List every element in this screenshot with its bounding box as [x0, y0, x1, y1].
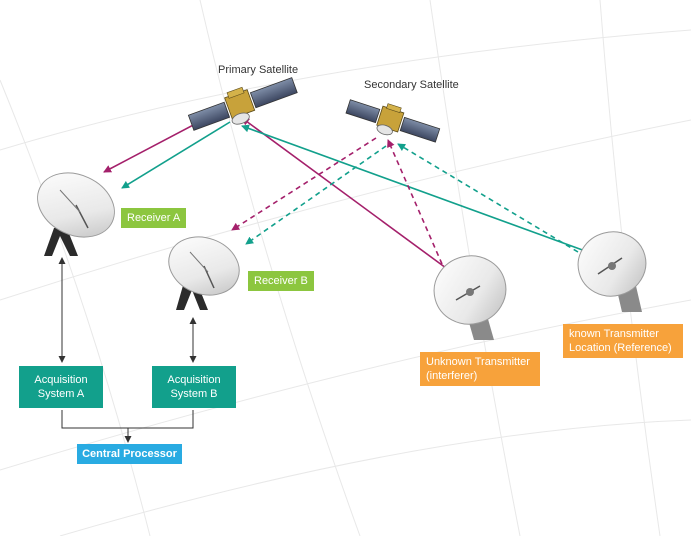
acquisition-system-b-line1: Acquisition: [167, 374, 221, 386]
receiver-a-label: Receiver A: [121, 208, 187, 228]
primary-satellite-icon: [187, 77, 298, 131]
acquisition-system-b-line2: System B: [170, 388, 218, 400]
known-transmitter-line1: known Transmitter: [569, 328, 659, 340]
known-transmitter-label: known Transmitter Location (Reference): [563, 324, 683, 358]
unknown-transmitter-line2: (interferer): [426, 370, 478, 382]
acquisition-system-b: Acquisition System B: [152, 366, 236, 408]
signal-lines: [103, 111, 589, 269]
known-transmitter-line2: Location (Reference): [569, 342, 672, 354]
receiver-b-dish-icon: [168, 236, 240, 310]
signal-reference-to-secondary: [397, 143, 579, 253]
primary-satellite-label: Primary Satellite: [218, 64, 299, 76]
signal-secondary-to-receiver-b: [231, 137, 377, 231]
receiver-b-label: Receiver B: [248, 271, 314, 291]
unknown-transmitter-line1: Unknown Transmitter: [426, 356, 530, 368]
central-processor: Central Processor: [77, 444, 182, 464]
unknown-transmitter-dish-icon: [433, 255, 507, 340]
signal-reference-to-primary: [241, 124, 589, 253]
acquisition-system-a-line1: Acquisition: [34, 374, 88, 386]
acquisition-system-a: Acquisition System A: [19, 366, 103, 408]
signal-interferer-to-secondary: [387, 139, 443, 265]
signal-primary-to-receiver-a-ref: [121, 121, 231, 189]
unknown-transmitter-label: Unknown Transmitter (interferer): [420, 352, 540, 386]
secondary-satellite-label: Secondary Satellite: [364, 79, 459, 91]
signal-secondary-to-receiver-b-ref: [245, 145, 387, 245]
receiver-a-dish-icon: [37, 172, 115, 256]
arrow-acq-to-processor: [61, 410, 194, 442]
secondary-satellite-icon: [345, 99, 441, 143]
known-transmitter-dish-icon: [577, 231, 647, 312]
signal-interferer-to-primary: [241, 117, 447, 269]
connector-arrows: [58, 257, 197, 442]
acquisition-system-a-line2: System A: [37, 388, 85, 400]
